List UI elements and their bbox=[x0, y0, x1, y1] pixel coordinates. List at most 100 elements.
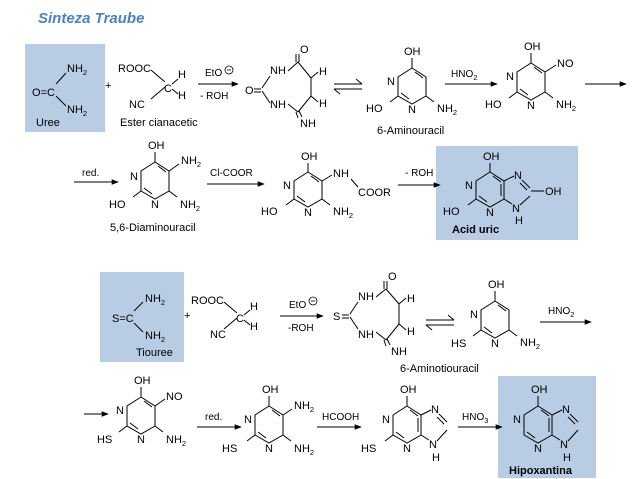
arrow-nitrosation-2: HNO2 bbox=[540, 306, 592, 325]
svg-text:NH2: NH2 bbox=[181, 155, 201, 169]
svg-text:N: N bbox=[408, 104, 416, 116]
svg-text:H: H bbox=[515, 215, 523, 227]
svg-text:H: H bbox=[319, 98, 327, 110]
svg-text:N: N bbox=[514, 170, 522, 182]
svg-text:- ROH: - ROH bbox=[405, 168, 433, 179]
svg-text:HO: HO bbox=[485, 99, 502, 111]
aminotiouracil-caption: 6-Aminotiouracil bbox=[400, 363, 479, 375]
svg-text:O=C: O=C bbox=[32, 87, 55, 99]
nitroso-aminouracil-structure: OH N N NO HO NH2 bbox=[485, 41, 576, 113]
svg-text:HS: HS bbox=[97, 434, 112, 446]
svg-text:N: N bbox=[465, 180, 473, 192]
thiourea-structure: S=C NH2 NH2 Tiouree bbox=[112, 293, 173, 359]
tiouree-box bbox=[100, 272, 184, 362]
svg-text:N: N bbox=[527, 100, 535, 112]
svg-text:OH: OH bbox=[524, 41, 541, 53]
svg-text:HNO2: HNO2 bbox=[451, 69, 477, 82]
tiouree-caption: Tiouree bbox=[136, 347, 173, 359]
svg-text:N: N bbox=[403, 443, 411, 455]
svg-text:OH: OH bbox=[488, 279, 505, 291]
svg-text:OH: OH bbox=[400, 384, 417, 396]
svg-text:N: N bbox=[506, 71, 514, 83]
acid-uric-box bbox=[436, 146, 578, 240]
svg-text:HCOOH: HCOOH bbox=[322, 412, 359, 423]
svg-text:HNO2: HNO2 bbox=[548, 306, 574, 319]
svg-text:-ROH: -ROH bbox=[288, 323, 314, 334]
arrow-condensation-2: EtO -ROH bbox=[280, 296, 324, 334]
svg-text:NH2: NH2 bbox=[145, 330, 165, 344]
svg-text:N: N bbox=[244, 414, 252, 426]
aminouracil-caption: 6-Aminouracil bbox=[377, 125, 444, 137]
svg-text:C: C bbox=[164, 83, 172, 95]
svg-text:N: N bbox=[534, 443, 542, 455]
svg-text:NH2: NH2 bbox=[520, 337, 540, 351]
svg-text:OH: OH bbox=[483, 151, 500, 163]
svg-text:EtO: EtO bbox=[205, 68, 222, 79]
svg-text:S: S bbox=[333, 311, 340, 323]
svg-text:NH2: NH2 bbox=[294, 443, 314, 457]
svg-text:NH2: NH2 bbox=[294, 400, 314, 414]
svg-text:NH2: NH2 bbox=[437, 103, 457, 117]
svg-text:H: H bbox=[250, 321, 258, 333]
svg-text:C: C bbox=[236, 313, 244, 325]
svg-text:N: N bbox=[512, 203, 520, 215]
svg-text:N: N bbox=[116, 405, 124, 417]
hypoxanthine-structure: OH N N N N H Hipoxantina bbox=[509, 384, 579, 477]
svg-text:red.: red. bbox=[82, 168, 99, 179]
urea-structure: O=C NH2 NH2 Uree bbox=[32, 63, 87, 129]
svg-text:N: N bbox=[304, 207, 312, 219]
svg-text:N: N bbox=[513, 414, 521, 426]
svg-text:NH: NH bbox=[270, 99, 286, 111]
cyanoacetic-ester-structure-2: ROOC C H H NC bbox=[191, 295, 258, 341]
thio-intermediate-structure: S NH NH O NH H H bbox=[333, 271, 415, 358]
svg-text:N: N bbox=[283, 180, 291, 192]
arrow-cyclization: - ROH bbox=[398, 168, 441, 188]
svg-text:NH2: NH2 bbox=[145, 293, 165, 307]
svg-text:OH: OH bbox=[545, 186, 562, 198]
svg-text:H: H bbox=[178, 69, 186, 81]
plus-sign-2: + bbox=[184, 310, 190, 322]
svg-text:HS: HS bbox=[451, 338, 466, 350]
tautomer-equilibrium bbox=[333, 78, 363, 95]
hipoxantina-box bbox=[498, 376, 596, 478]
svg-text:NC: NC bbox=[210, 329, 226, 341]
cyclized-intermediate-structure: O NH NH O NH H H bbox=[245, 44, 327, 130]
svg-text:OH: OH bbox=[134, 375, 151, 387]
svg-text:N: N bbox=[265, 443, 273, 455]
svg-text:NO: NO bbox=[557, 58, 574, 70]
svg-text:ROOC: ROOC bbox=[118, 63, 151, 75]
svg-text:N: N bbox=[486, 207, 494, 219]
svg-text:HO: HO bbox=[261, 206, 278, 218]
svg-text:OH: OH bbox=[262, 384, 279, 396]
svg-text:N: N bbox=[387, 76, 395, 88]
svg-text:N: N bbox=[382, 414, 390, 426]
svg-text:N: N bbox=[562, 404, 570, 416]
uree-box bbox=[25, 44, 105, 132]
arrow-nitrosation: HNO2 bbox=[445, 69, 498, 87]
page-title: Sinteza Traube bbox=[38, 10, 145, 27]
svg-text:NH2: NH2 bbox=[180, 199, 200, 213]
carbamate-intermediate-structure: OH N N NH COOR HO NH2 bbox=[261, 151, 391, 220]
svg-text:NH: NH bbox=[270, 65, 286, 77]
svg-text:N: N bbox=[491, 338, 499, 350]
ester-caption: Ester cianacetic bbox=[120, 117, 198, 129]
svg-text:OH: OH bbox=[404, 46, 421, 58]
svg-text:H: H bbox=[432, 452, 440, 464]
svg-text:COOR: COOR bbox=[358, 187, 391, 199]
svg-text:N: N bbox=[470, 309, 478, 321]
svg-text:NO: NO bbox=[166, 391, 183, 403]
svg-text:NH2: NH2 bbox=[67, 63, 87, 77]
uree-caption: Uree bbox=[36, 117, 60, 129]
svg-text:HO: HO bbox=[109, 199, 126, 211]
cyanoacetic-ester-structure: ROOC C H H NC Ester cianacetic bbox=[118, 63, 198, 129]
svg-text:H: H bbox=[319, 66, 327, 78]
diaminothiouracil-structure: OH N N NH2 HS NH2 bbox=[222, 384, 314, 457]
uric-acid-structure: OH N N N N H OH HO Acid uric bbox=[443, 151, 562, 236]
arrow-reduction-2: red. bbox=[197, 412, 242, 430]
svg-text:N: N bbox=[151, 199, 159, 211]
svg-text:O: O bbox=[388, 271, 397, 283]
svg-text:N: N bbox=[560, 439, 568, 451]
svg-text:red.: red. bbox=[205, 412, 222, 423]
svg-text:NH: NH bbox=[300, 118, 316, 130]
svg-text:H: H bbox=[563, 452, 571, 464]
